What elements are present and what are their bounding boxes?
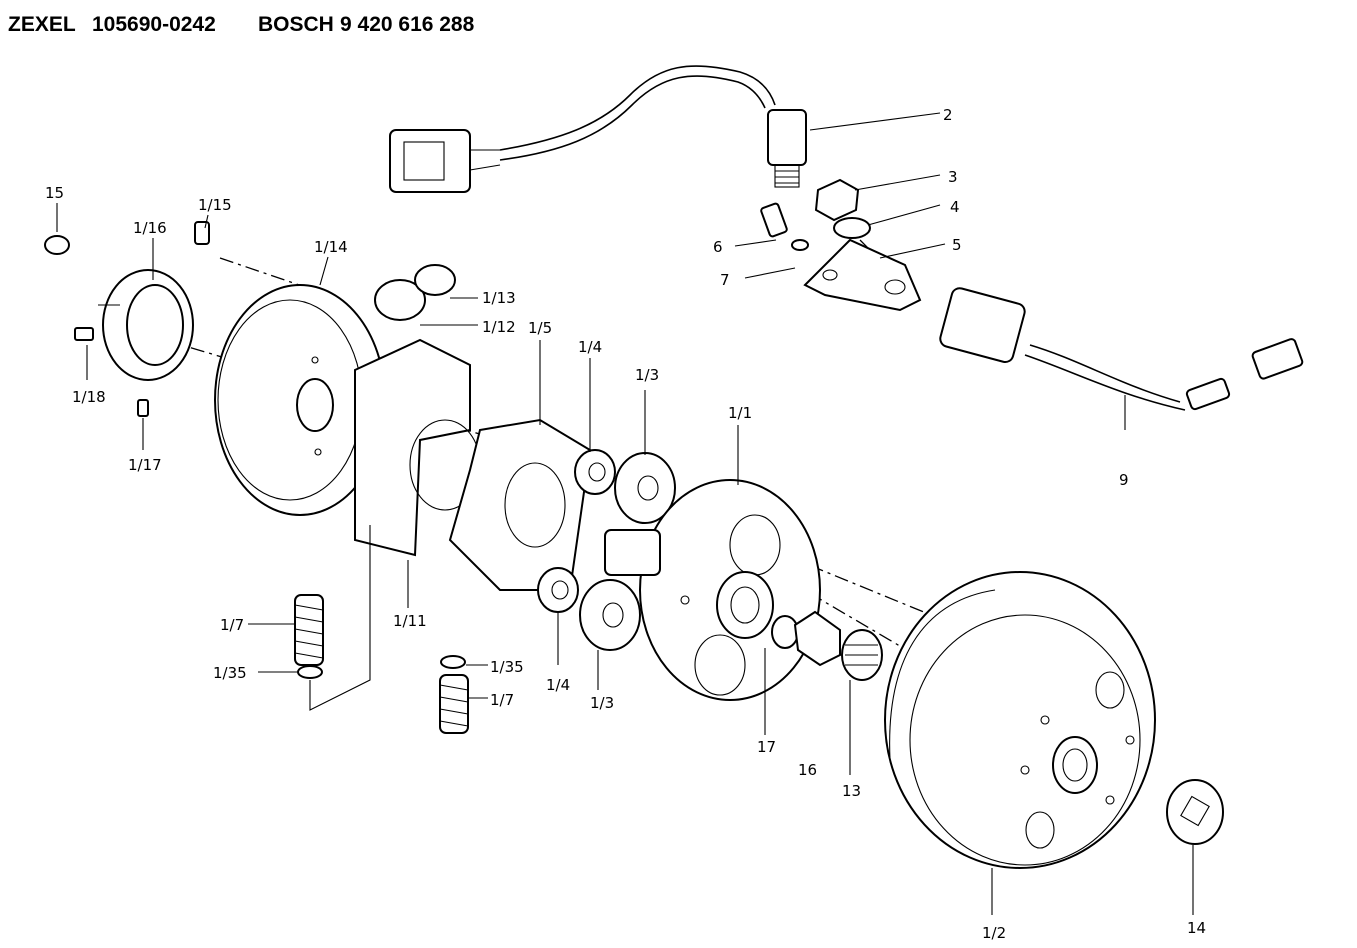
callout-6: 6 <box>713 238 723 256</box>
callout-labels: 2 3 4 5 6 7 9 15 1/15 1/16 1/14 1/13 1/1… <box>45 106 1206 942</box>
small-washer <box>791 239 809 251</box>
callout-14: 14 <box>1187 919 1206 937</box>
bosch-part-number: 9 420 616 288 <box>340 13 475 36</box>
callout-1-11: 1/11 <box>393 612 427 630</box>
hub-1-1 <box>604 479 821 701</box>
sensor-connector <box>389 129 471 193</box>
callout-1-35-left: 1/35 <box>213 664 247 682</box>
callout-15: 15 <box>45 184 64 202</box>
callout-1-5: 1/5 <box>528 319 552 337</box>
bushing-1-4a <box>574 449 616 495</box>
washer-1-35a <box>297 665 323 679</box>
connector-9 <box>939 287 1026 364</box>
washer-1-3b <box>579 579 641 651</box>
sensor-body <box>767 109 807 166</box>
governor-weights <box>354 264 676 651</box>
hex-nut <box>814 178 860 222</box>
callout-2: 2 <box>943 106 953 124</box>
screw-1-15 <box>194 221 210 245</box>
callout-1-3-lower: 1/3 <box>590 694 614 712</box>
ring-17 <box>771 615 799 649</box>
screw-plug-14 <box>1166 779 1224 845</box>
cable-sensor-9 <box>939 287 1304 411</box>
callout-17: 17 <box>757 738 776 756</box>
leader-lines <box>56 112 1194 915</box>
speed-sensor-assembly <box>389 65 807 193</box>
callout-1-1: 1/1 <box>728 404 752 422</box>
callout-16: 16 <box>798 761 817 779</box>
callout-1-2: 1/2 <box>982 924 1006 942</box>
callout-1-4-upper: 1/4 <box>578 338 602 356</box>
callout-1-12: 1/12 <box>482 318 516 336</box>
screw-1-18 <box>74 327 94 341</box>
springs <box>294 525 469 734</box>
sensor-tip-9 <box>1251 338 1304 380</box>
washer <box>833 217 871 239</box>
zexel-part-number: 105690-0242 <box>92 13 216 36</box>
spring-1-7a <box>294 594 324 666</box>
callout-3: 3 <box>948 168 958 186</box>
spring-1-7b <box>439 674 469 734</box>
brand-zexel: ZEXEL <box>8 13 76 36</box>
callout-1-35-right: 1/35 <box>490 658 524 676</box>
callout-13: 13 <box>842 782 861 800</box>
bushing-1-4b <box>537 567 579 613</box>
callout-9: 9 <box>1119 471 1129 489</box>
pin-1-17 <box>137 399 149 417</box>
callout-1-18: 1/18 <box>72 388 106 406</box>
flyweight-plate-1-5 <box>448 418 592 591</box>
nut-16 <box>793 610 841 667</box>
left-components <box>44 221 210 417</box>
callout-7: 7 <box>720 271 730 289</box>
bolt <box>760 202 788 238</box>
callout-5: 5 <box>952 236 962 254</box>
callout-1-13: 1/13 <box>482 289 516 307</box>
callout-1-17: 1/17 <box>128 456 162 474</box>
brand-bosch: BOSCH <box>258 13 334 36</box>
hub-shaft <box>604 529 661 576</box>
small-parts <box>771 610 883 681</box>
mounting-hardware <box>760 178 922 312</box>
callout-1-7-right: 1/7 <box>490 691 514 709</box>
cam-1-12 <box>374 279 426 321</box>
callout-1-4-lower: 1/4 <box>546 676 570 694</box>
callout-1-16: 1/16 <box>133 219 167 237</box>
woodruff-key <box>44 235 70 255</box>
washer-1-35b <box>440 655 466 669</box>
callout-1-14: 1/14 <box>314 238 348 256</box>
callout-1-7-left: 1/7 <box>220 616 244 634</box>
housing-1-2 <box>884 571 1156 869</box>
callout-1-15: 1/15 <box>198 196 232 214</box>
mounting-bracket <box>803 238 922 312</box>
cam-1-13 <box>414 264 456 296</box>
diagram-header: ZEXEL 105690-0242 BOSCH 9 420 616 288 <box>8 13 475 36</box>
callout-1-3-upper: 1/3 <box>635 366 659 384</box>
callout-4: 4 <box>950 198 960 216</box>
